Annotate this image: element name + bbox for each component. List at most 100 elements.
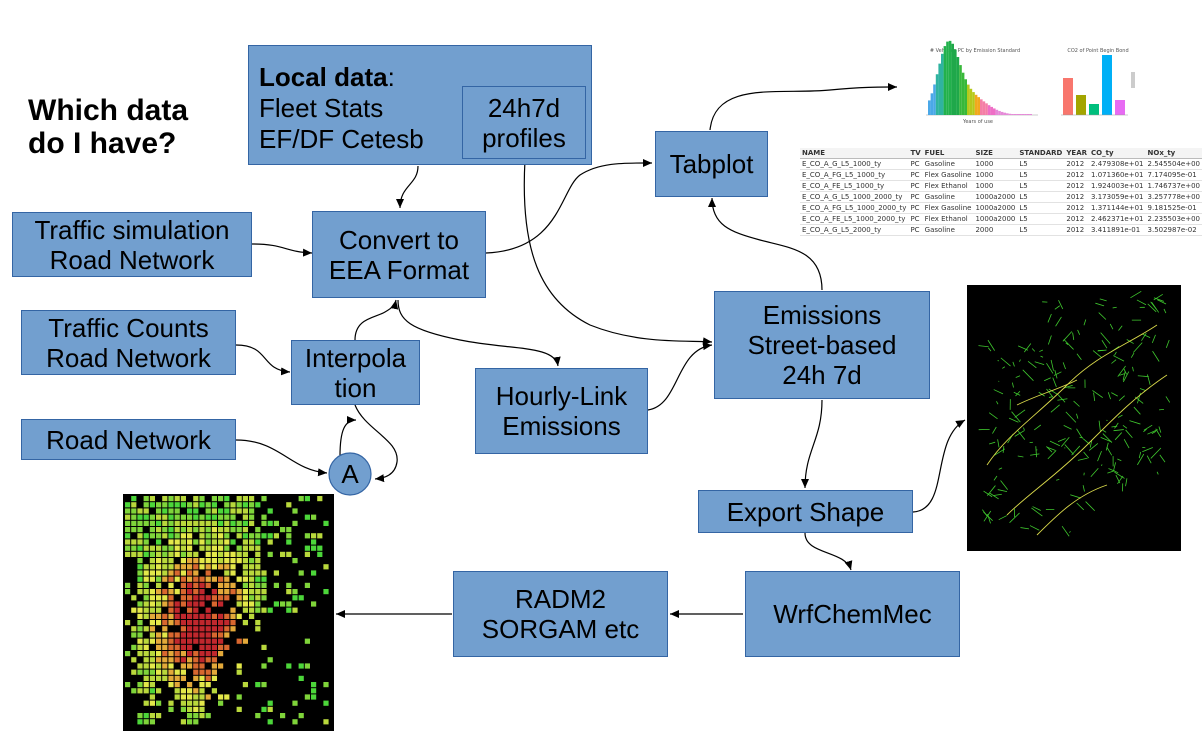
- road-segment: [1083, 451, 1090, 459]
- grid-cell: [174, 651, 180, 657]
- grid-cell: [162, 545, 168, 551]
- grid-cell: [255, 607, 261, 613]
- grid-cell: [131, 595, 137, 601]
- grid-cell: [199, 706, 205, 712]
- traffic-counts-line-1: Traffic Counts: [48, 312, 209, 343]
- grid-cell: [149, 613, 155, 619]
- wrfchemmec-box: WrfChemMec: [745, 571, 960, 657]
- grid-cell: [218, 632, 224, 638]
- grid-cell: [205, 626, 211, 632]
- road-segment: [988, 412, 998, 420]
- road-segment: [1111, 392, 1118, 397]
- grid-cell: [156, 582, 162, 588]
- grid-cell: [168, 632, 174, 638]
- grid-cell: [174, 514, 180, 520]
- grid-cell: [292, 719, 298, 725]
- road-segment: [1151, 431, 1157, 434]
- grid-cell: [230, 626, 236, 632]
- local-data-ef: EF/DF Cetesb: [259, 124, 424, 154]
- grid-cell: [267, 607, 273, 613]
- grid-cell: [205, 502, 211, 508]
- grid-cell: [211, 620, 217, 626]
- grid-cell: [230, 514, 236, 520]
- grid-cell: [230, 582, 236, 588]
- road-segment: [1139, 388, 1146, 391]
- grid-cell: [273, 533, 279, 539]
- grid-cell: [193, 582, 199, 588]
- arrow-export-to-wrf: [804, 532, 853, 571]
- grid-cell: [137, 545, 143, 551]
- grid-cell: [168, 669, 174, 675]
- road-segment: [1072, 332, 1075, 340]
- grid-cell: [255, 582, 261, 588]
- grid-cell: [224, 539, 230, 545]
- grid-cell: [156, 539, 162, 545]
- grid-cell: [149, 502, 155, 508]
- road-segment: [1146, 374, 1151, 385]
- grid-cell: [224, 527, 230, 533]
- grid-cell: [323, 682, 329, 688]
- grid-cell: [255, 626, 261, 632]
- grid-cell: [286, 533, 292, 539]
- grid-cell: [187, 558, 193, 564]
- grid-cell: [224, 595, 230, 601]
- grid-cell: [174, 576, 180, 582]
- road-segment: [989, 492, 999, 500]
- grid-cell: [168, 520, 174, 526]
- road-segment: [1117, 414, 1123, 418]
- grid-cell: [199, 582, 205, 588]
- table-cell: PC: [908, 169, 923, 181]
- grid-cell: [143, 601, 149, 607]
- grid-cell: [242, 508, 248, 514]
- road-segment: [1017, 345, 1029, 351]
- grid-cell: [125, 502, 131, 508]
- grid-cell: [311, 533, 317, 539]
- grid-cell: [249, 613, 255, 619]
- grid-cell: [205, 533, 211, 539]
- grid-cell: [193, 626, 199, 632]
- grid-cell: [187, 607, 193, 613]
- road-segment: [983, 511, 993, 521]
- grid-cell: [149, 688, 155, 694]
- grid-cell: [143, 644, 149, 650]
- hist-bar: [956, 57, 960, 115]
- grid-cell: [156, 663, 162, 669]
- grid-cell: [242, 582, 248, 588]
- grid-cell: [125, 539, 131, 545]
- grid-cell: [174, 589, 180, 595]
- hist-bar: [982, 101, 986, 115]
- arrow-road-to-a: [235, 439, 328, 477]
- road-segment: [1011, 411, 1021, 423]
- grid-cell: [242, 570, 248, 576]
- road-segment: [1137, 375, 1149, 378]
- grid-cell: [156, 564, 162, 570]
- grid-cell: [211, 514, 217, 520]
- grid-cell: [199, 713, 205, 719]
- grid-cell: [131, 607, 137, 613]
- grid-cell: [280, 601, 286, 607]
- grid-cell: [255, 576, 261, 582]
- grid-cell: [193, 613, 199, 619]
- table-cell: 9.181525e-01: [1145, 202, 1202, 214]
- grid-cell: [193, 607, 199, 613]
- grid-cell: [131, 527, 137, 533]
- arrow-export-to-map: [912, 419, 966, 513]
- grid-cell: [242, 533, 248, 539]
- grid-cell: [174, 644, 180, 650]
- grid-cell: [218, 533, 224, 539]
- grid-cell: [218, 694, 224, 700]
- grid-cell: [218, 539, 224, 545]
- hist-bar: [933, 84, 936, 115]
- title-line-2: do I have?: [28, 127, 177, 160]
- grid-cell: [143, 520, 149, 526]
- table-cell: 2012: [1064, 169, 1090, 181]
- grid-cell: [199, 663, 205, 669]
- grid-cell: [125, 682, 131, 688]
- grid-cell: [131, 688, 137, 694]
- table-cell: PC: [908, 202, 923, 214]
- grid-cell: [162, 675, 168, 681]
- grid-cell: [187, 539, 193, 545]
- grid-cell: [149, 669, 155, 675]
- grid-cell: [193, 706, 199, 712]
